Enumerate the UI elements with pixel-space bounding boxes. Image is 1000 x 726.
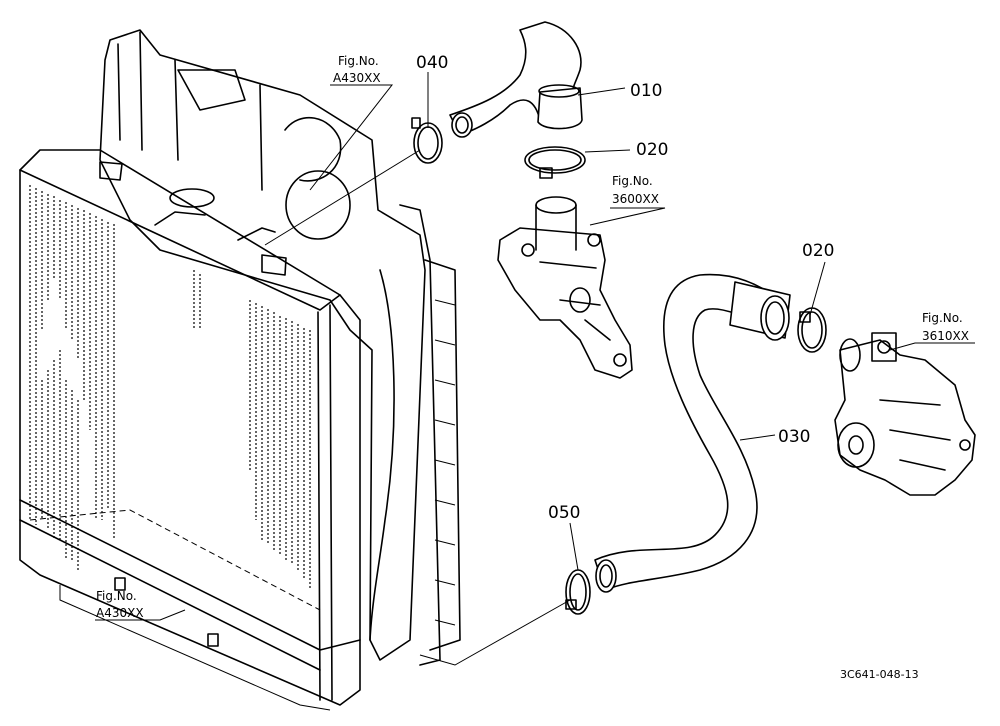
water-pump [834,332,976,496]
callout-020-right: 020 [802,241,834,261]
fig-ref-thermostat-line2: 3600XX [612,192,659,206]
hose-clamp-020-top [524,146,586,179]
radiator-shroud [99,29,461,666]
fig-ref-top-left-line2: A430XX [333,71,381,85]
upper-hose [449,21,583,138]
hose-clamp-040 [411,117,443,164]
fig-ref-top-left-line1: Fig.No. [338,54,379,68]
fig-ref-water-pump-line1: Fig.No. [922,311,963,325]
thermostat-housing [497,196,633,379]
hose-clamp-050 [565,569,591,615]
fig-ref-thermostat-line1: Fig.No. [612,174,653,188]
hose-clamp-020-right [797,307,827,353]
callout-030: 030 [778,427,810,447]
fig-ref-bottom-left-line2: A430XX [96,606,144,620]
radiator-fins [29,185,321,611]
fig-ref-bottom-left-line1: Fig.No. [96,589,137,603]
callout-050: 050 [548,503,580,523]
leader-lines [95,72,975,666]
lower-hose [594,273,791,593]
diagram-code: 3C641-048-13 [840,668,919,681]
callout-040: 040 [416,53,448,73]
callout-010: 010 [630,81,662,101]
radiator-core [19,149,361,711]
callout-020-top: 020 [636,140,668,160]
fig-ref-water-pump-line2: 3610XX [922,329,969,343]
